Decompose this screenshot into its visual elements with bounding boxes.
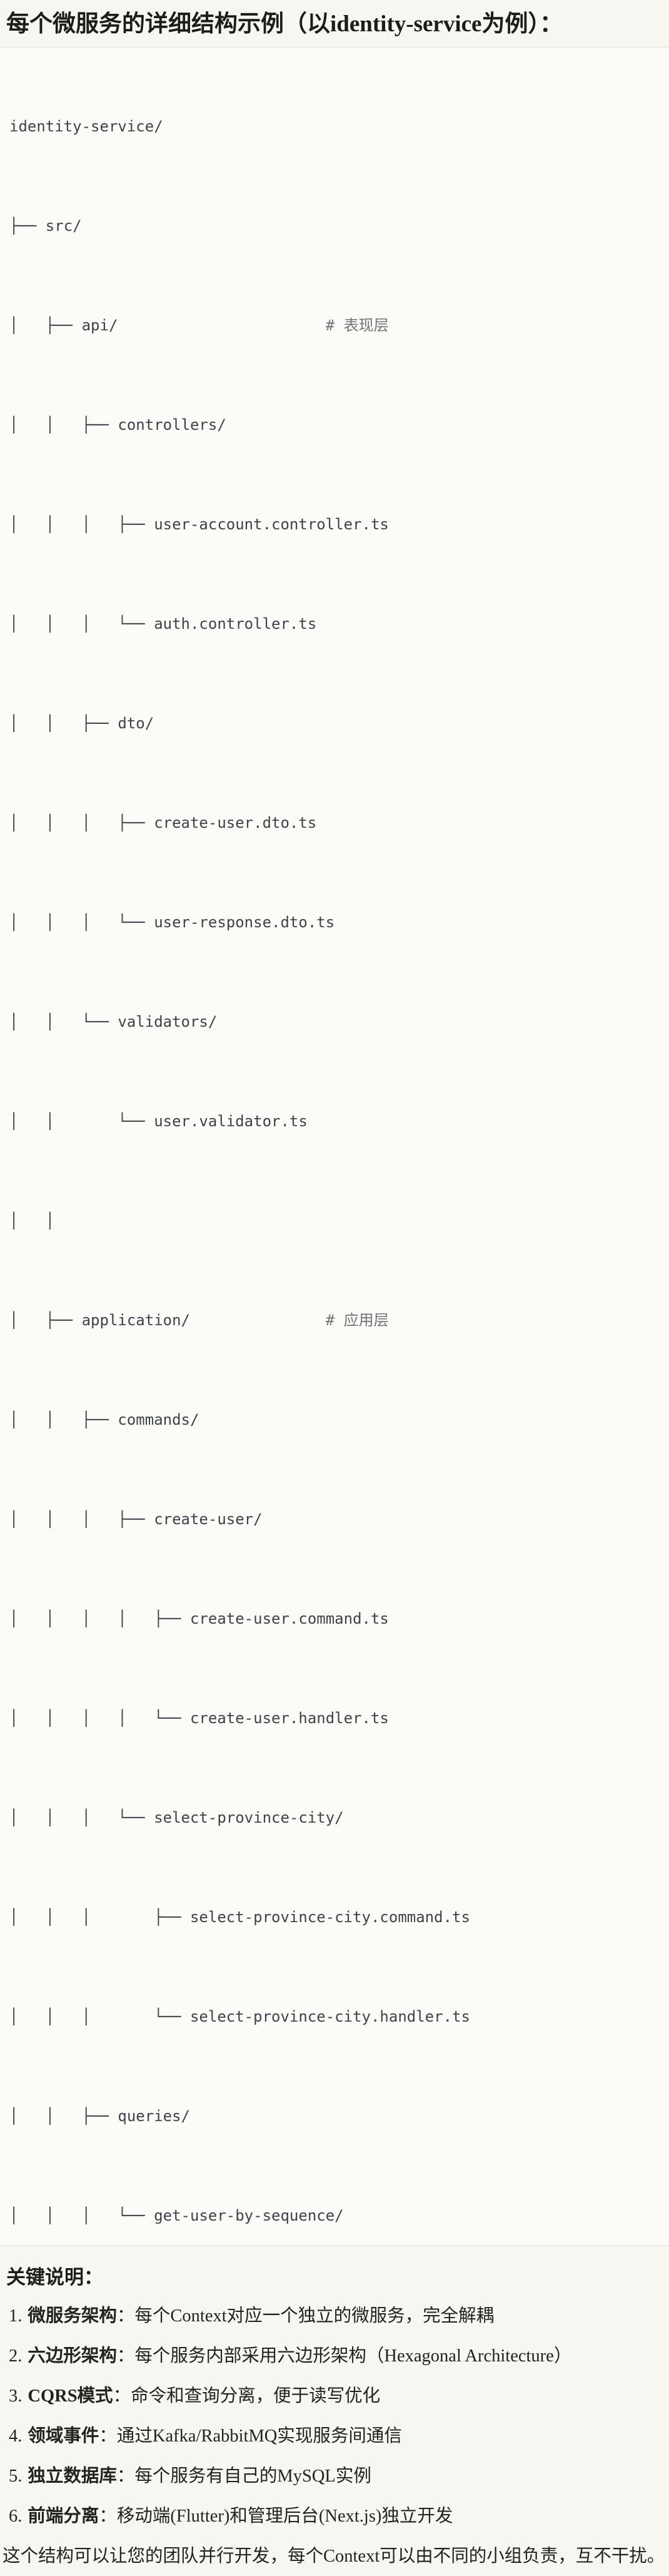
note-number: 2. [9, 2346, 23, 2366]
note-description: 每个服务有自己的MySQL实例 [134, 2467, 371, 2486]
tree-line: │ │ │ └── auth.controller.ts [9, 612, 663, 637]
tree-line: identity-service/ [9, 115, 663, 140]
tree-line: │ │ │ └── select-province-city.handler.t… [9, 2005, 663, 2030]
tree-line-text: │ │ │ ├── user-account.controller.ts [9, 515, 389, 533]
tree-line: │ │ └── validators/ [9, 1010, 663, 1035]
tree-line-text: │ │ ├── controllers/ [9, 415, 226, 434]
note-separator: ： [113, 2386, 131, 2406]
tree-line: │ │ │ ├── create-user/ [9, 1507, 663, 1532]
tree-line-text: │ │ │ └── user-response.dto.ts [9, 913, 335, 931]
tree-line: │ │ ├── commands/ [9, 1408, 663, 1433]
note-item: 2.六边形架构：每个服务内部采用六边形架构（Hexagonal Architec… [9, 2344, 661, 2369]
note-description: 通过Kafka/RabbitMQ实现服务间通信 [116, 2426, 402, 2446]
tree-line-text: identity-service/ [9, 117, 163, 135]
note-item: 3.CQRS模式：命令和查询分离，便于读写优化 [9, 2384, 661, 2409]
note-number: 1. [9, 2306, 23, 2326]
note-term: 六边形架构 [28, 2346, 117, 2366]
tree-line: │ │ ├── dto/ [9, 711, 663, 736]
directory-tree-code-block: identity-service/ ├── src/ │ ├── api/ # … [0, 47, 669, 2246]
note-separator: ： [99, 2426, 117, 2446]
note-separator: ： [99, 2507, 117, 2526]
tree-line: │ │ └── user.validator.ts [9, 1109, 663, 1134]
tree-line-comment: # 应用层 [325, 1311, 389, 1329]
note-description: 每个Context对应一个独立的微服务，完全解耦 [134, 2306, 495, 2326]
page-title: 每个微服务的详细结构示例（以identity-service为例）： [6, 11, 563, 37]
tree-line-text: │ │ │ └── select-province-city.handler.t… [9, 2007, 470, 2025]
note-item: 6. 前端分离：移动端(Flutter)和管理后台(Next.js)独立开发 [9, 2504, 661, 2529]
note-number: 6. [9, 2507, 23, 2526]
directory-tree: identity-service/ ├── src/ │ ├── api/ # … [9, 64, 663, 2246]
note-term: 领域事件 [28, 2426, 99, 2446]
tree-line-text: │ │ │ ├── create-user.dto.ts [9, 813, 317, 832]
note-number: 3. [9, 2386, 23, 2406]
note-item: 5. 独立数据库：每个服务有自己的MySQL实例 [9, 2464, 661, 2489]
tree-line-text: │ │ │ └── get-user-by-sequence/ [9, 2206, 344, 2224]
tree-line-text: │ │ ├── queries/ [9, 2107, 190, 2125]
tree-line: │ ├── api/ # 表现层 [9, 313, 663, 339]
note-term: 独立数据库 [28, 2467, 117, 2486]
tree-line: │ │ ├── controllers/ [9, 413, 663, 438]
tree-line: │ │ │ └── user-response.dto.ts [9, 910, 663, 935]
tree-line-text: │ │ ├── dto/ [9, 714, 154, 732]
key-notes-section: 关键说明： 1.微服务架构：每个Context对应一个独立的微服务，完全解耦 2… [0, 2246, 669, 2569]
tree-line-text: │ │ │ └── auth.controller.ts [9, 614, 317, 633]
note-number: 5. [9, 2467, 23, 2486]
note-description: 移动端(Flutter)和管理后台(Next.js)独立开发 [116, 2507, 453, 2526]
tree-line: │ │ │ └── get-user-by-sequence/ [9, 2204, 663, 2229]
tree-line: ├── src/ [9, 214, 663, 239]
tree-line: │ │ ├── queries/ [9, 2104, 663, 2129]
note-item: 1.微服务架构：每个Context对应一个独立的微服务，完全解耦 [9, 2304, 661, 2329]
tree-line: │ │ │ ├── select-province-city.command.t… [9, 1905, 663, 1930]
tree-line-text: │ │ │ │ └── create-user.handler.ts [9, 1709, 389, 1727]
note-number: 4. [9, 2426, 23, 2446]
tree-line-text: ├── src/ [9, 216, 82, 235]
tree-line: │ │ │ └── select-province-city/ [9, 1806, 663, 1831]
tree-line: │ │ │ │ └── create-user.handler.ts [9, 1706, 663, 1731]
tree-line-text: │ ├── application/ [9, 1311, 326, 1329]
note-separator: ： [116, 2467, 135, 2486]
note-description: 命令和查询分离，便于读写优化 [131, 2386, 381, 2406]
note-term: 微服务架构 [28, 2306, 117, 2326]
tree-line-text: │ │ └── validators/ [9, 1012, 218, 1031]
tree-line-text: │ │ └── user.validator.ts [9, 1112, 308, 1130]
tree-line: │ │ [9, 1209, 663, 1234]
tree-line-text: │ │ │ ├── create-user/ [9, 1510, 263, 1528]
tree-line: │ ├── application/ # 应用层 [9, 1308, 663, 1333]
note-separator: ： [116, 2306, 135, 2326]
tree-line: │ │ │ ├── create-user.dto.ts [9, 811, 663, 836]
tree-line-text: │ ├── api/ [9, 316, 326, 334]
note-item: 4.领域事件：通过Kafka/RabbitMQ实现服务间通信 [9, 2424, 661, 2449]
note-description: 每个服务内部采用六边形架构（Hexagonal Architecture） [134, 2346, 572, 2366]
tree-line-comment: # 表现层 [325, 316, 389, 334]
tree-line-text: │ │ │ └── select-province-city/ [9, 1808, 344, 1826]
note-term: CQRS模式 [28, 2386, 113, 2406]
note-term: 前端分离 [28, 2507, 99, 2526]
closing-paragraph: 这个结构可以让您的团队并行开发，每个Context可以由不同的小组负责，互不干扰… [3, 2547, 665, 2566]
tree-line: │ │ │ │ ├── create-user.command.ts [9, 1607, 663, 1632]
tree-line-text: │ │ │ ├── select-province-city.command.t… [9, 1908, 470, 1926]
tree-line-text: │ │ ├── commands/ [9, 1410, 199, 1428]
tree-line-text: │ │ │ │ ├── create-user.command.ts [9, 1609, 389, 1627]
key-notes-heading: 关键说明： [6, 2266, 103, 2288]
key-notes-list: 1.微服务架构：每个Context对应一个独立的微服务，完全解耦 2.六边形架构… [3, 2304, 661, 2529]
note-separator: ： [116, 2346, 135, 2366]
tree-line: │ │ │ ├── user-account.controller.ts [9, 512, 663, 537]
tree-line-text: │ │ [9, 1211, 55, 1229]
